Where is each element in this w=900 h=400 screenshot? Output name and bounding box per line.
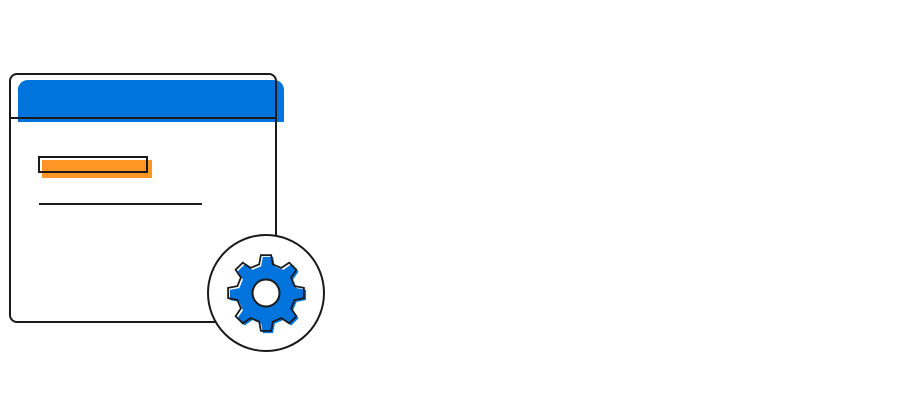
gear-badge (207, 234, 325, 352)
gear-hole (251, 278, 281, 308)
window-icon (9, 73, 284, 323)
window-frame (9, 73, 277, 323)
gear-icon (227, 254, 305, 332)
highlighted-field-fill (42, 160, 152, 178)
highlighted-field-outline (38, 156, 148, 173)
window-header-fill (17, 79, 284, 122)
